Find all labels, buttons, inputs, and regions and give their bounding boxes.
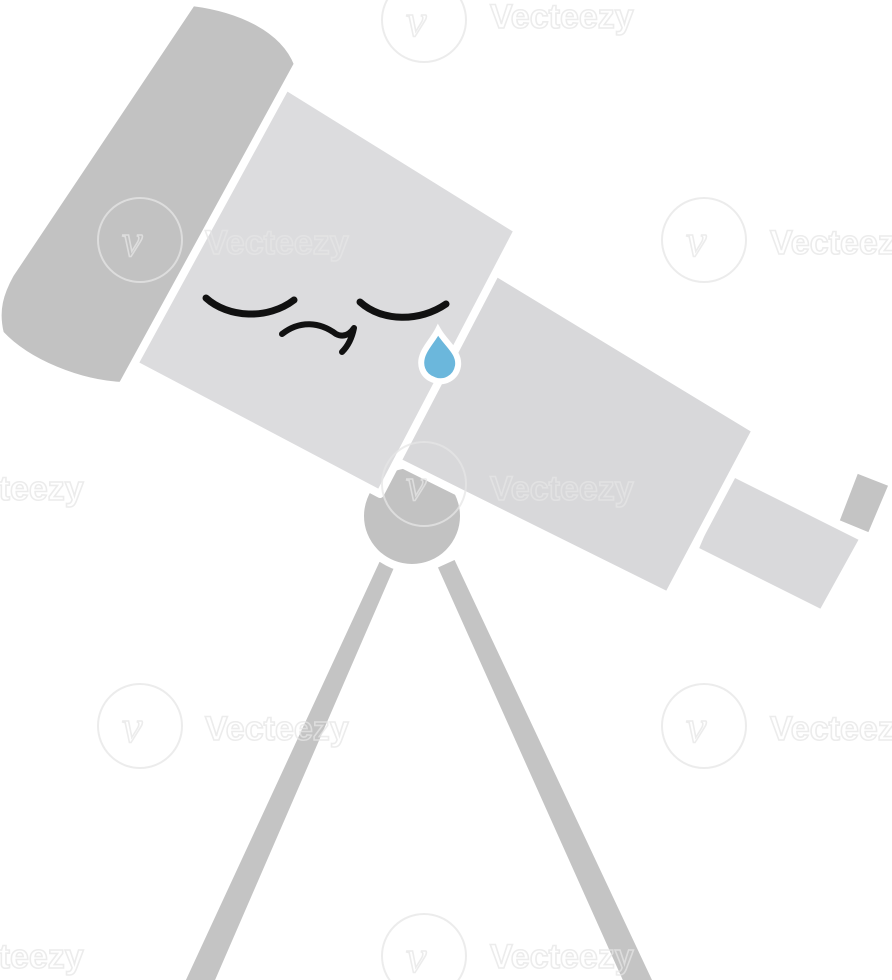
watermark-text: Vecteezy <box>490 938 634 976</box>
watermark-text: Vecteezy <box>490 0 634 36</box>
right-closed-eye-icon <box>356 298 450 321</box>
watermark-text: Vecteezy <box>770 224 892 262</box>
watermark-text: Vecteezy <box>490 470 634 508</box>
tear-drop-icon <box>418 323 462 385</box>
watermark-logo-icon: v <box>661 683 747 769</box>
watermark-text: Vecteezy <box>770 710 892 748</box>
watermark-logo-icon: v <box>661 197 747 283</box>
eyepiece-knob-icon <box>833 467 892 539</box>
lens-cap <box>0 0 302 390</box>
tripod-leg-left <box>179 555 401 980</box>
sad-mouth-icon <box>279 321 357 355</box>
svg-text:v: v <box>406 0 427 46</box>
svg-text:v: v <box>686 215 707 266</box>
watermark-text: Vecteezy <box>0 938 84 976</box>
watermark-logo-icon: v <box>381 913 467 980</box>
watermark-logo-icon: v <box>381 0 467 63</box>
svg-text:v: v <box>406 459 427 510</box>
svg-text:v: v <box>122 701 143 752</box>
svg-text:v: v <box>686 701 707 752</box>
svg-text:v: v <box>122 215 143 266</box>
left-closed-eye-icon <box>202 294 298 318</box>
watermark-logo-icon: v <box>97 197 183 283</box>
watermark-text: Vecteezy <box>0 470 84 508</box>
svg-text:v: v <box>406 931 427 980</box>
watermark-text: Vecteezy <box>205 710 349 748</box>
watermark-logo-icon: v <box>381 441 467 527</box>
watermark-text: Vecteezy <box>205 224 349 262</box>
tripod-leg-right <box>431 553 659 980</box>
watermark-logo-icon: v <box>97 683 183 769</box>
